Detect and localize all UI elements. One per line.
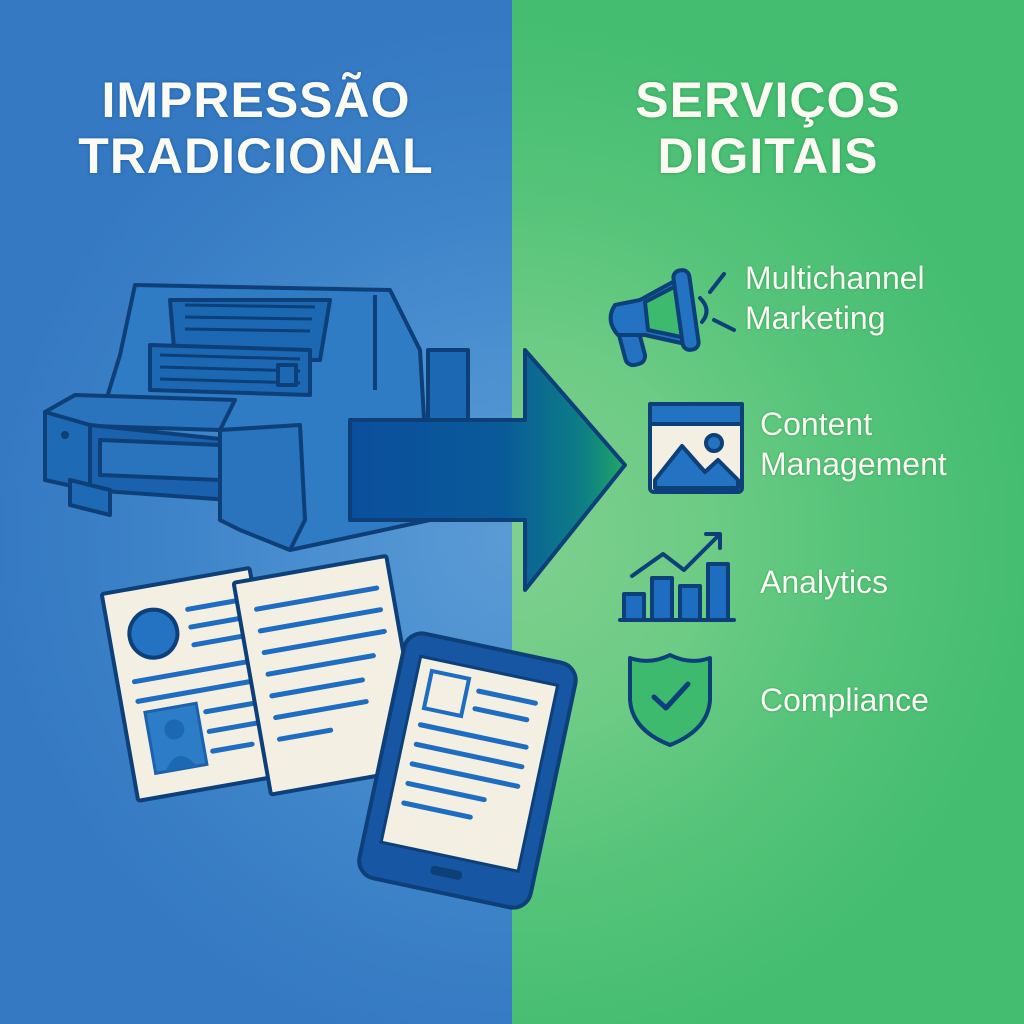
printing-press-icon	[43, 283, 470, 552]
right-title: SERVIÇOS DIGITAIS	[635, 72, 901, 184]
service-compliance: Compliance	[760, 682, 929, 718]
shield-check-icon	[628, 653, 712, 747]
left-title: IMPRESSÃO TRADICIONAL	[78, 72, 434, 184]
megaphone-icon	[608, 268, 736, 368]
document-icon	[231, 554, 426, 797]
service-multichannel-marketing: Multichannel Marketing	[745, 260, 925, 336]
image-window-icon	[648, 402, 744, 494]
arrow-right-icon	[348, 348, 627, 592]
service-content-management: Content Management	[760, 406, 947, 482]
right-panel-digital-services	[512, 0, 1024, 1024]
service-analytics: Analytics	[760, 564, 889, 600]
tablet-icon	[357, 631, 578, 910]
bar-chart-icon	[618, 532, 736, 622]
